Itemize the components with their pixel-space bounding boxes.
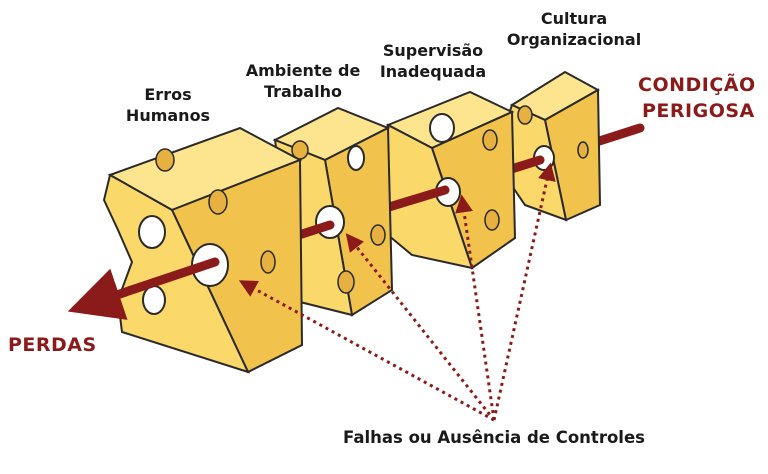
label-slice-1: Erros Humanos	[125, 85, 211, 125]
losses-label: PERDAS	[8, 334, 97, 356]
control-failure-pointers	[238, 162, 556, 422]
diagram-caption: Falhas ou Ausência de Controles	[343, 428, 645, 447]
cheese-slice-1	[102, 126, 304, 374]
hazard-arrow-head	[67, 257, 220, 320]
hazard-label: CONDIÇÃO PERIGOSA	[638, 74, 756, 122]
label-slice-2: Ambiente de Trabalho	[245, 61, 361, 101]
label-slice-4: Cultura Organizacional	[506, 9, 642, 49]
cheese-slice-3	[376, 90, 517, 270]
label-slice-3: Supervisão Inadequada	[379, 41, 487, 81]
